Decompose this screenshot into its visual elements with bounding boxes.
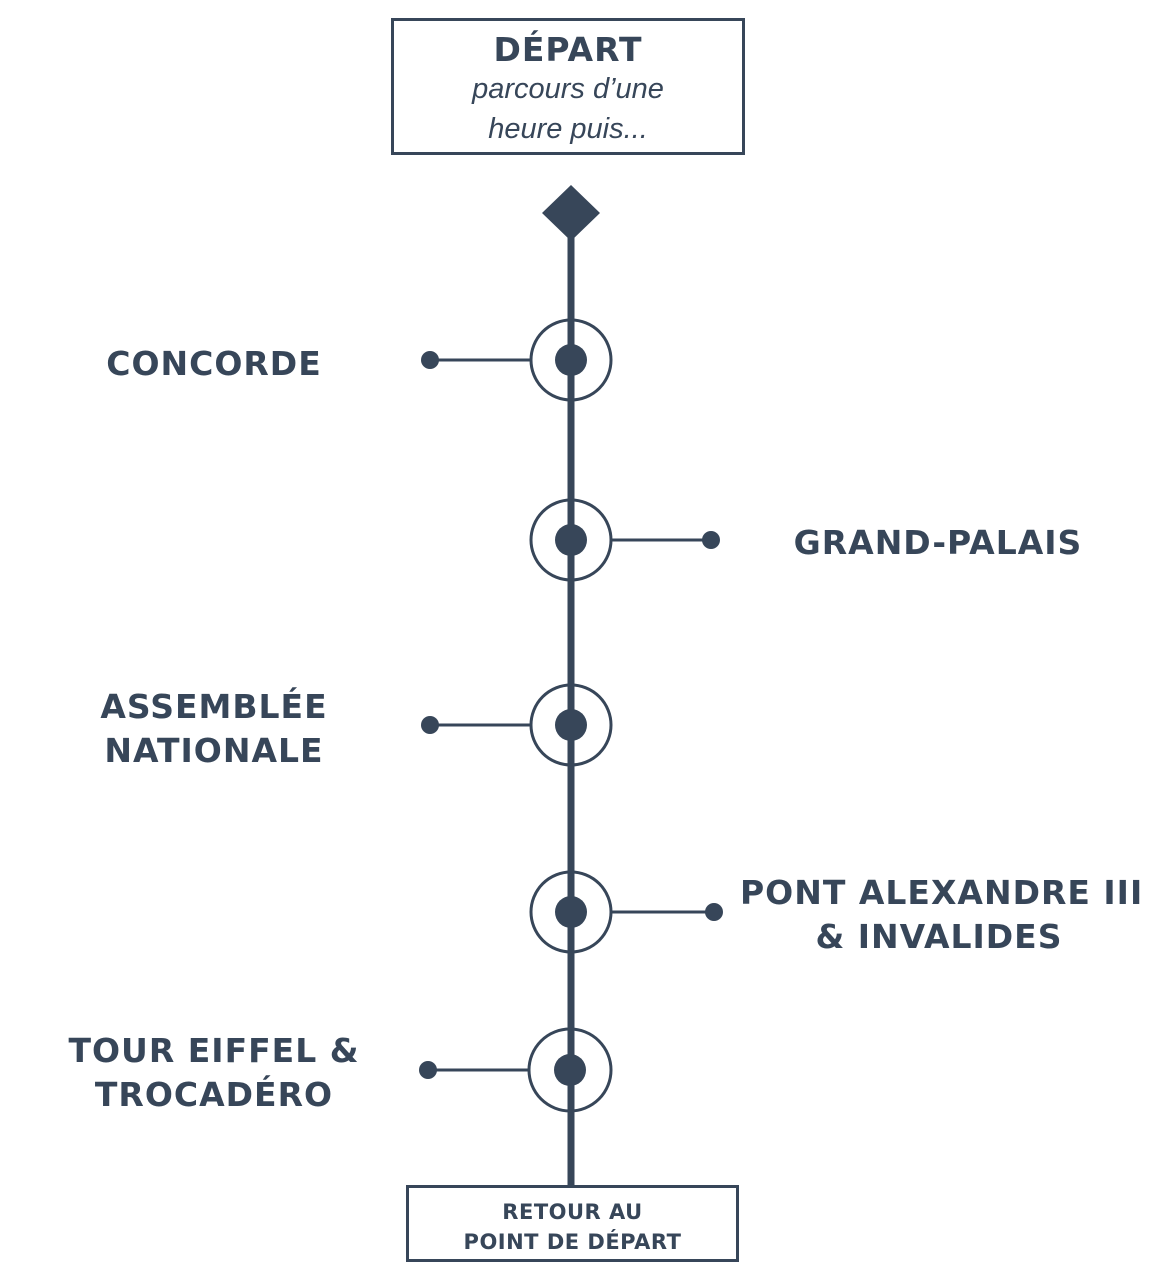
stop-label-line: ASSEMBLÉE xyxy=(100,687,328,726)
stop-label-pont-alexandre-invalides: PONT ALEXANDRE III & INVALIDES xyxy=(740,871,1144,959)
stop-label-line: & INVALIDES xyxy=(815,917,1063,956)
stop-label-line: NATIONALE xyxy=(104,731,324,770)
stop-ring xyxy=(529,870,613,954)
start-diamond-icon xyxy=(542,185,600,241)
connector-end-dot xyxy=(702,531,720,549)
stop-marker-assemblee-nationale xyxy=(421,683,613,767)
stop-label-line: TROCADÉRO xyxy=(94,1075,334,1114)
stop-marker-concorde xyxy=(421,318,613,402)
stop-ring xyxy=(529,498,613,582)
stop-label-grand-palais: GRAND-PALAIS xyxy=(788,521,1088,565)
stop-ring xyxy=(529,318,613,402)
stop-label-line: PONT ALEXANDRE III xyxy=(740,873,1144,912)
stop-marker-pont-alexandre-invalides xyxy=(529,870,723,954)
start-subtitle-line-2: heure puis... xyxy=(488,113,648,145)
stop-label-tour-eiffel-trocadero: TOUR EIFFEL & TROCADÉRO xyxy=(64,1029,364,1117)
connector-end-dot xyxy=(421,351,439,369)
stop-label-line: GRAND-PALAIS xyxy=(793,523,1083,562)
connector-end-dot xyxy=(421,716,439,734)
stop-dot xyxy=(555,344,587,376)
connector-end-dot xyxy=(705,903,723,921)
stop-label-assemblee-nationale: ASSEMBLÉE NATIONALE xyxy=(64,685,364,773)
start-box: DÉPART parcours d’une heure puis... xyxy=(391,18,745,155)
stop-marker-tour-eiffel-trocadero xyxy=(419,1027,613,1113)
end-line-1: RETOUR AU xyxy=(502,1200,643,1224)
connector-end-dot xyxy=(419,1061,437,1079)
start-subtitle-line-1: parcours d’une xyxy=(472,73,664,105)
stop-marker-grand-palais xyxy=(529,498,720,582)
end-box: RETOUR AU POINT DE DÉPART xyxy=(406,1185,739,1262)
stop-dot xyxy=(554,1054,586,1086)
stop-label-line: CONCORDE xyxy=(106,344,322,383)
stop-ring xyxy=(527,1027,613,1113)
end-line-2: POINT DE DÉPART xyxy=(463,1230,682,1254)
stop-dot xyxy=(555,524,587,556)
start-title: DÉPART xyxy=(493,30,643,69)
stop-label-line: TOUR EIFFEL & xyxy=(68,1031,360,1070)
stop-dot xyxy=(555,709,587,741)
stop-dot xyxy=(555,896,587,928)
stop-label-concorde: CONCORDE xyxy=(64,342,364,386)
stop-ring xyxy=(529,683,613,767)
